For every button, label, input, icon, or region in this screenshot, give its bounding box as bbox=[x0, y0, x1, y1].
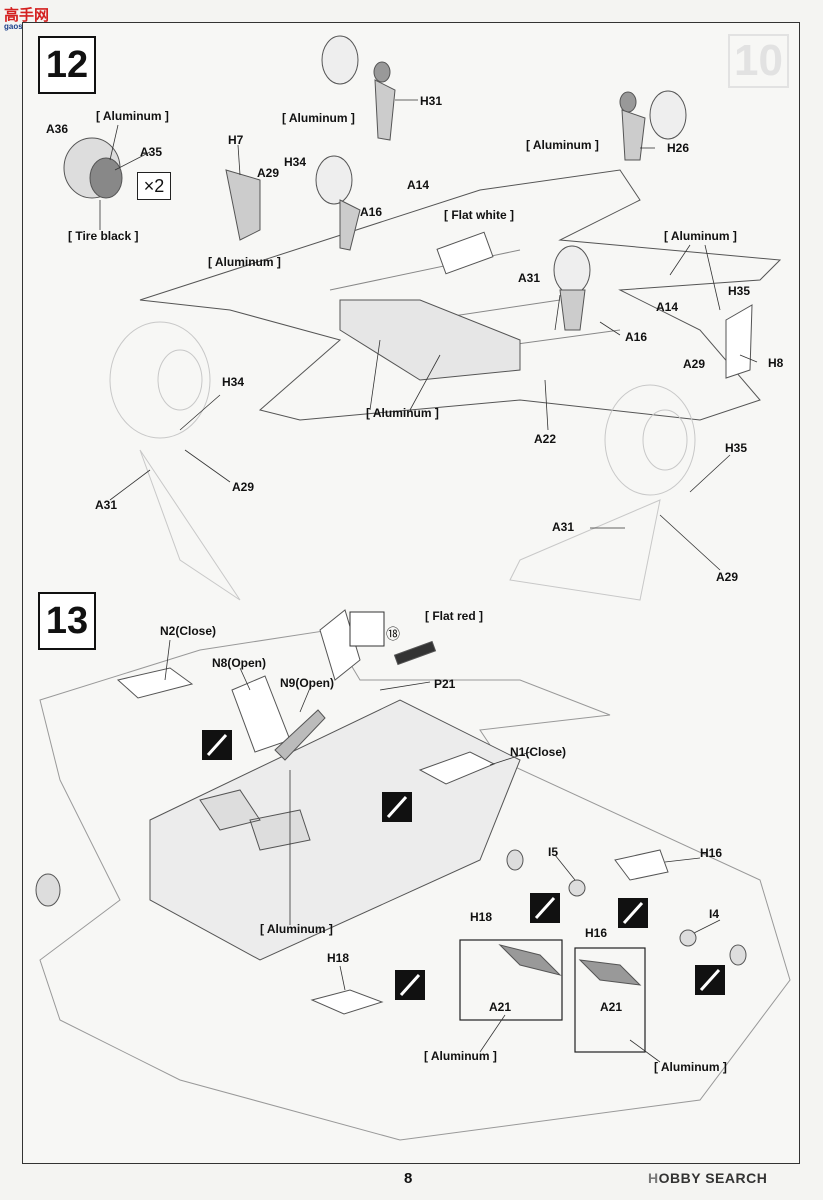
label-n2: N2(Close) bbox=[160, 624, 217, 638]
label-a14-mid: A14 bbox=[656, 300, 679, 314]
label-a31-mid: A31 bbox=[518, 271, 541, 285]
label-a16-top: A16 bbox=[360, 205, 383, 219]
page-number: 8 bbox=[404, 1170, 413, 1187]
label-a29-right: A29 bbox=[716, 570, 739, 584]
label-aluminum-center: [ Aluminum ] bbox=[366, 406, 439, 420]
label-p21: P21 bbox=[434, 677, 456, 691]
label-h18-left: H18 bbox=[327, 951, 350, 965]
label-aluminum-mid: [ Aluminum ] bbox=[260, 922, 333, 936]
label-a29-top: A29 bbox=[257, 166, 280, 180]
label-a31-left: A31 bbox=[95, 498, 118, 512]
label-h34-left: H34 bbox=[222, 375, 245, 389]
label-aluminum-h26: [ Aluminum ] bbox=[526, 138, 599, 152]
label-a36: A36 bbox=[46, 122, 69, 136]
label-h34-top: H34 bbox=[284, 155, 307, 169]
label-n1: N1(Close) bbox=[510, 745, 567, 759]
label-h16-box: H16 bbox=[585, 926, 608, 940]
label-aluminum-tire: [ Aluminum ] bbox=[96, 109, 169, 123]
label-tire-black: [ Tire black ] bbox=[68, 229, 139, 243]
label-aluminum-h31: [ Aluminum ] bbox=[282, 111, 355, 125]
label-aluminum-bottom-right: [ Aluminum ] bbox=[654, 1060, 727, 1074]
label-a35: A35 bbox=[140, 145, 163, 159]
footer-brand: HOBBY SEARCH bbox=[648, 1170, 767, 1186]
label-h18-box: H18 bbox=[470, 910, 493, 924]
label-i4: I4 bbox=[709, 907, 720, 921]
label-a21-left: A21 bbox=[489, 1000, 512, 1014]
footer-brand-suffix: SEARCH bbox=[705, 1170, 768, 1186]
label-flat-red: [ Flat red ] bbox=[425, 609, 484, 623]
label-h26: H26 bbox=[667, 141, 690, 155]
label-a29-mid: A29 bbox=[683, 357, 706, 371]
label-n9: N9(Open) bbox=[280, 676, 334, 690]
quantity-badge: ×2 bbox=[137, 172, 171, 200]
step-12-number: 12 bbox=[38, 36, 96, 94]
footer-brand-main: OBBY bbox=[658, 1170, 701, 1186]
label-a29-left: A29 bbox=[232, 480, 255, 494]
label-decal-18: ⑱ bbox=[386, 626, 400, 642]
label-i5: I5 bbox=[548, 845, 559, 859]
label-h35-top: H35 bbox=[728, 284, 751, 298]
label-a21-right: A21 bbox=[600, 1000, 623, 1014]
label-a31-right: A31 bbox=[552, 520, 575, 534]
label-h35-right: H35 bbox=[725, 441, 748, 455]
watermark-logo: 高手网 bbox=[4, 7, 50, 24]
label-a16-mid: A16 bbox=[625, 330, 648, 344]
ghost-step-number: 10 bbox=[728, 34, 789, 88]
label-h31: H31 bbox=[420, 94, 443, 108]
step-13-number: 13 bbox=[38, 592, 96, 650]
label-a14-top: A14 bbox=[407, 178, 430, 192]
label-h8: H8 bbox=[768, 356, 784, 370]
label-aluminum-left: [ Aluminum ] bbox=[208, 255, 281, 269]
label-a22: A22 bbox=[534, 432, 557, 446]
footer-brand-prefix: H bbox=[648, 1170, 659, 1186]
label-aluminum-bottom-left: [ Aluminum ] bbox=[424, 1049, 497, 1063]
label-h7: H7 bbox=[228, 133, 244, 147]
label-aluminum-right: [ Aluminum ] bbox=[664, 229, 737, 243]
label-n8: N8(Open) bbox=[212, 656, 266, 670]
label-flat-white: [ Flat white ] bbox=[444, 208, 514, 222]
label-h16-top: H16 bbox=[700, 846, 723, 860]
